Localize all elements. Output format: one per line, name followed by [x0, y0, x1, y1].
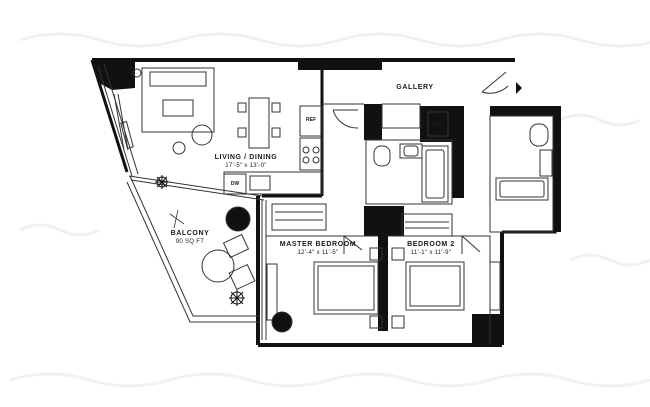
- dining-table: [248, 97, 270, 149]
- washer-dryer-label: W/D: [433, 121, 443, 127]
- bedroom2-bed: [405, 261, 465, 311]
- gallery: [322, 71, 509, 137]
- bedroom2-dresser: [489, 261, 501, 311]
- core-wall-block-a: [364, 104, 382, 140]
- background-texture: [9, 32, 650, 388]
- bedroom-2-dimensions: 11'-1" x 11'-9": [410, 250, 452, 256]
- north-arrow-icon: [516, 82, 522, 94]
- refrigerator: [299, 105, 323, 137]
- plant-icon: [155, 175, 245, 306]
- master-bedroom: [266, 235, 383, 333]
- round-column-icon: [271, 311, 293, 333]
- vanity: [399, 143, 423, 159]
- living-dining-dimensions: 17'-5" x 13'-0": [225, 163, 267, 169]
- exterior-walls: [90, 58, 557, 347]
- coffee-table: [162, 99, 194, 117]
- bath2-right-wall: [553, 106, 561, 232]
- wall-blocks: [92, 60, 561, 345]
- rug: [141, 67, 215, 133]
- window-walls: [97, 63, 267, 340]
- master-bedroom-label: MASTER BEDROOM: [279, 241, 357, 248]
- armchair: [191, 124, 213, 146]
- balcony: [126, 175, 260, 323]
- master-bed: [313, 261, 379, 315]
- cooktop: [299, 137, 323, 171]
- bathtub-2: [495, 177, 549, 201]
- master-bedroom-dimensions: 12'-4" x 11'-5": [297, 250, 339, 256]
- bedroom-2-label: BEDROOM 2: [407, 241, 455, 248]
- bedroom-2: [388, 235, 501, 345]
- side-table: [172, 141, 186, 155]
- bedroom-divider-wall: [378, 236, 388, 331]
- master-nightstand-bottom: [369, 315, 383, 329]
- bedroom2-corner-block: [472, 314, 502, 345]
- bath2-top-wall: [490, 106, 560, 116]
- bathtub: [421, 145, 449, 203]
- living-furniture: [113, 67, 281, 155]
- master-nightstand-top: [369, 247, 383, 261]
- balcony-label: BALCONY: [170, 230, 210, 237]
- kitchen-sink: [249, 175, 271, 191]
- bathroom-2: [489, 115, 554, 233]
- gallery-wall-block: [298, 60, 382, 70]
- washer-dryer: [427, 111, 449, 137]
- toilet: [373, 145, 391, 167]
- living-dining-label: LIVING / DINING: [214, 154, 278, 161]
- core-wall-block-c: [364, 206, 404, 236]
- dishwasher-label: DW: [230, 181, 240, 187]
- core-wall-block-b: [452, 106, 464, 198]
- bathroom-1: [365, 139, 453, 205]
- kitchen: [223, 105, 323, 195]
- refrigerator-label: REF: [306, 117, 316, 123]
- toilet-2: [529, 123, 549, 147]
- master-dresser: [266, 263, 278, 321]
- dishwasher: [223, 173, 247, 195]
- sofa: [149, 71, 207, 87]
- gallery-label: GALLERY: [396, 84, 434, 91]
- balcony-column: [225, 206, 251, 232]
- balcony-area: 90 SQ FT: [175, 239, 205, 245]
